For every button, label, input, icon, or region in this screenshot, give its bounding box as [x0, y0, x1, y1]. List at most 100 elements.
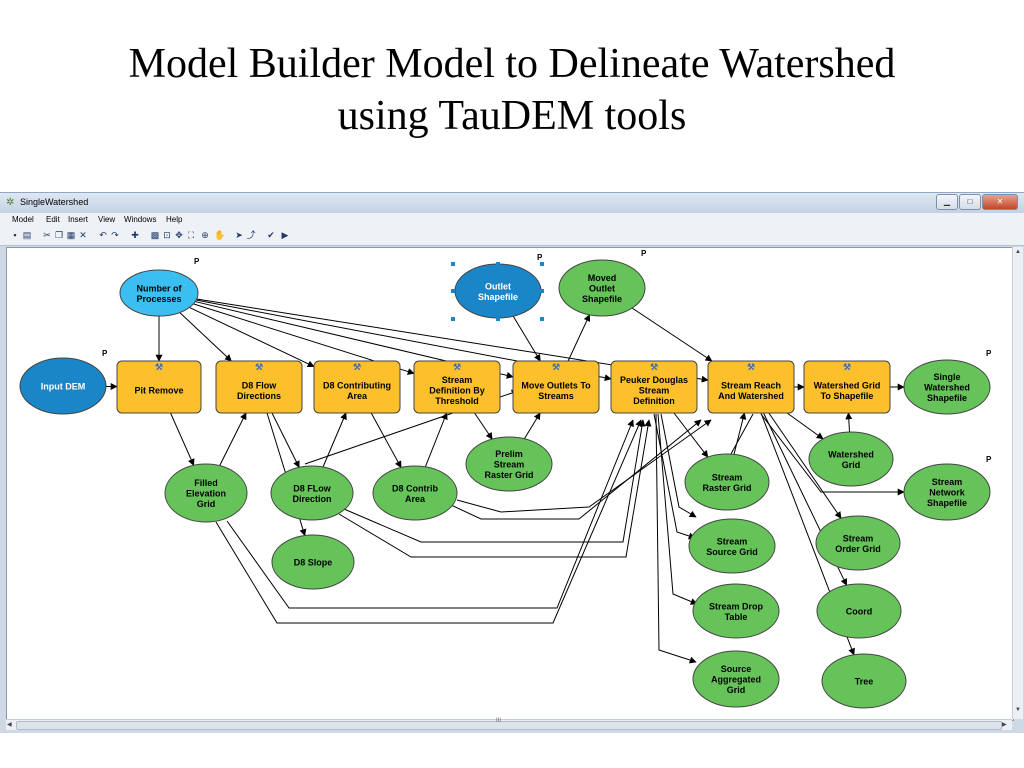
run-icon[interactable]: ▶ [281, 230, 289, 240]
connector-route-5[interactable] [456, 419, 712, 513]
selection-handle[interactable] [496, 262, 500, 266]
menu-help[interactable]: Help [166, 215, 183, 224]
node-d8-slope[interactable]: D8 Slope [271, 534, 355, 590]
selection-handle[interactable] [540, 289, 544, 293]
scroll-right-icon[interactable]: ▶ [1002, 722, 1007, 728]
paste-icon[interactable]: ▦ [66, 230, 76, 240]
print-icon[interactable]: ▤ [22, 230, 32, 240]
delete-icon[interactable]: ✕ [79, 230, 87, 240]
connector-watershed_grid-to-ws_to_shp[interactable] [845, 412, 853, 433]
scroll-up-icon[interactable]: ▲ [1015, 249, 1021, 255]
connector-route-12[interactable] [760, 413, 905, 496]
connector-route-4[interactable] [450, 419, 702, 520]
connector-route-9[interactable] [657, 413, 698, 605]
connector-route-11[interactable] [660, 413, 697, 518]
scroll-left-icon[interactable]: ◀ [7, 722, 12, 728]
fixed-zoom-out-icon[interactable]: ✥ [175, 230, 183, 240]
cut-icon[interactable]: ✂ [43, 230, 51, 240]
connector-stream_def-to-prelim_stream[interactable] [474, 412, 493, 440]
auto-layout-icon[interactable]: ▩ [150, 230, 160, 240]
undo-icon[interactable]: ↶ [99, 230, 107, 240]
connector-stream_reach-to-stream_order[interactable] [768, 412, 842, 519]
vertical-scrollbar[interactable]: ▲ ▼ [1012, 247, 1023, 719]
close-button[interactable]: ✕ [982, 194, 1018, 210]
connector-route-10[interactable] [653, 413, 696, 540]
connector-route-2[interactable] [343, 419, 646, 543]
maximize-button[interactable]: □ [959, 194, 981, 210]
connector-route-7[interactable] [215, 419, 642, 624]
full-extent-icon[interactable]: ⊡ [163, 230, 171, 240]
connector-peuker-to-stream_raster[interactable] [673, 412, 709, 458]
connect-icon[interactable]: ⤴ [246, 230, 256, 240]
connector-stream_reach-to-watershed_grid[interactable] [786, 412, 824, 440]
minimize-button[interactable]: ▁ [936, 194, 958, 210]
node-tree[interactable]: Tree [821, 653, 907, 709]
connector-prelim_stream-to-move_outlets[interactable] [523, 412, 541, 440]
selection-handle[interactable] [540, 262, 544, 266]
menu-insert[interactable]: Insert [68, 215, 89, 224]
pan-icon[interactable]: ✋ [214, 230, 226, 240]
connector-pit_remove-to-filled_elev[interactable] [170, 412, 195, 466]
connector-stream_raster-to-stream_reach[interactable] [733, 412, 747, 455]
connector-route-8[interactable] [655, 413, 697, 664]
connector-d8_flow_dir-to-d8_flow_dir_out[interactable] [271, 412, 300, 468]
connector-num_processes-to-d8_flow_dir[interactable] [179, 312, 232, 362]
connector-filled_elev-to-d8_flow_dir[interactable] [219, 412, 247, 466]
save-icon[interactable]: ▪ [13, 230, 17, 240]
horizontal-scrollbar[interactable]: ◀ III ▶ [6, 718, 1012, 730]
menu-view[interactable]: View [98, 215, 116, 224]
fixed-zoom-in-icon[interactable]: ⛶ [187, 230, 195, 240]
selection-handle[interactable] [451, 289, 455, 293]
menu-edit[interactable]: Edit [46, 215, 60, 224]
select-icon[interactable]: ➤ [235, 230, 243, 240]
connector-route-3[interactable] [338, 419, 652, 558]
selection-handle[interactable] [451, 317, 455, 321]
validate-icon[interactable]: ✔ [267, 230, 275, 240]
zoom-icon[interactable]: ⊕ [201, 230, 209, 240]
selection-handle[interactable] [540, 317, 544, 321]
connector-d8_contrib-to-d8_contrib_area_out[interactable] [370, 412, 402, 469]
redo-icon[interactable]: ↷ [111, 230, 119, 240]
connector-move_outlets-to-moved_outlet[interactable] [567, 314, 591, 362]
copy-icon[interactable]: ❐ [54, 230, 64, 240]
connector-outlet_shapefile-to-move_outlets[interactable] [512, 315, 541, 362]
selection-handle[interactable] [496, 317, 500, 321]
connector-d8_contrib_area_out-to-stream_def[interactable] [424, 412, 448, 468]
menu-model[interactable]: Model [12, 215, 34, 224]
scroll-down-icon[interactable]: ▼ [1015, 707, 1021, 713]
menu-windows[interactable]: Windows [124, 215, 157, 224]
selection-handle[interactable] [451, 262, 455, 266]
node-pit-remove[interactable]: ⚒Pit Remove [116, 360, 202, 414]
node-coord[interactable]: Coord [816, 583, 902, 639]
connector-num_processes-to-d8_contrib[interactable] [189, 306, 315, 368]
connector-route-6[interactable] [226, 419, 634, 609]
connector-moved_outlet-to-stream_reach[interactable] [631, 307, 713, 362]
add-data-icon[interactable]: ✚ [131, 230, 139, 240]
connector-d8_flow_dir_out-to-d8_contrib[interactable] [322, 412, 347, 468]
horizontal-scroll-thumb[interactable] [16, 721, 1002, 730]
